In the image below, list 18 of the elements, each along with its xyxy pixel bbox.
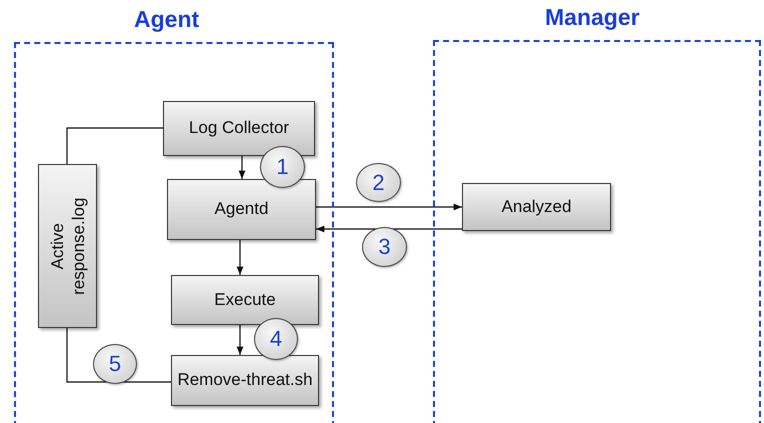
process-box: Analyzed bbox=[462, 183, 611, 231]
connector-line bbox=[66, 127, 163, 164]
arrow bbox=[236, 325, 244, 355]
connector-line bbox=[66, 328, 171, 383]
process-box: Agentd bbox=[167, 179, 316, 240]
script-box: Remove-threat.sh bbox=[171, 355, 319, 406]
arrow bbox=[236, 240, 244, 275]
log-file-box bbox=[38, 164, 97, 328]
step-number: 5 bbox=[93, 344, 137, 384]
step-number: 2 bbox=[356, 163, 401, 202]
rotated-label: Active response.log bbox=[46, 196, 88, 297]
arrow bbox=[238, 156, 246, 179]
group-heading: Agent bbox=[134, 6, 200, 33]
process-box: Log Collector bbox=[163, 101, 315, 156]
arrow bbox=[316, 204, 462, 210]
process-box: Execute bbox=[171, 275, 319, 325]
group-heading: Manager bbox=[545, 4, 640, 31]
step-number: 3 bbox=[362, 227, 407, 267]
